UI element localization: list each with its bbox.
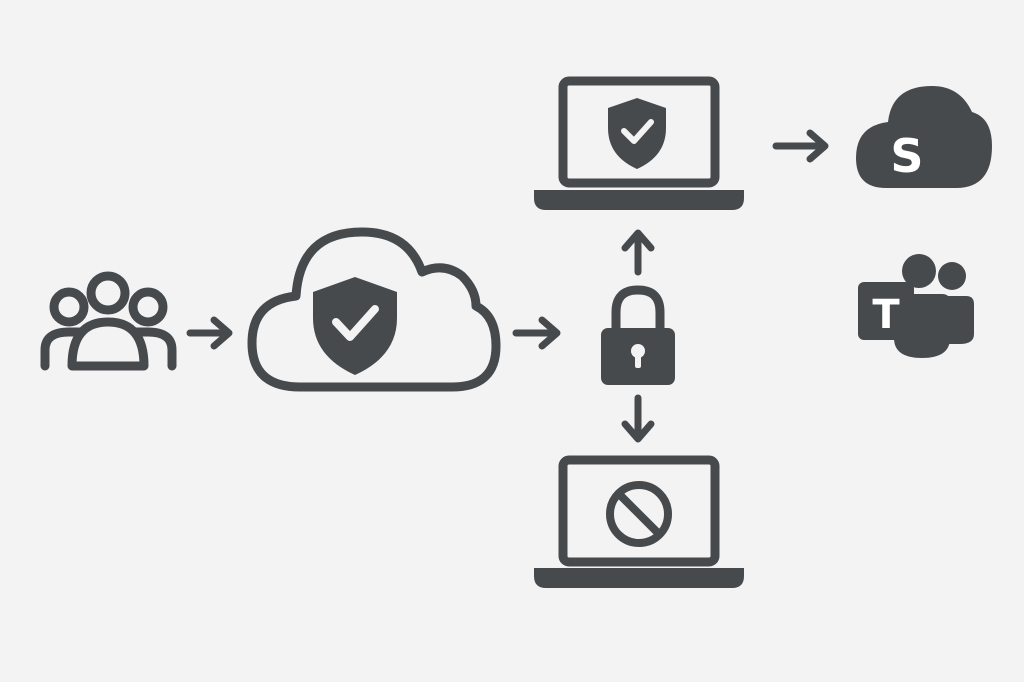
arrow-up-icon [621, 229, 655, 276]
sharepoint-logo-icon: S [856, 86, 992, 188]
laptop-shield-check-icon [534, 76, 744, 210]
shield-icon [313, 277, 397, 375]
shield-icon [608, 98, 666, 169]
arrow-right-icon [186, 316, 233, 350]
cloud-shield-check-icon [247, 227, 501, 392]
blocked-icon [606, 481, 672, 547]
padlock-icon [601, 285, 675, 385]
users-group-icon [40, 271, 177, 371]
laptop-blocked-icon [534, 455, 744, 588]
sharepoint-letter: S [890, 129, 923, 183]
keyhole-icon [631, 344, 645, 358]
teams-letter: T [872, 292, 900, 338]
checkmark-icon [332, 305, 379, 341]
teams-logo-icon: T [858, 254, 974, 358]
arrow-right-icon [772, 129, 829, 163]
checkmark-icon [621, 119, 654, 144]
arrow-down-icon [621, 394, 655, 443]
arrow-right-icon [512, 316, 561, 350]
